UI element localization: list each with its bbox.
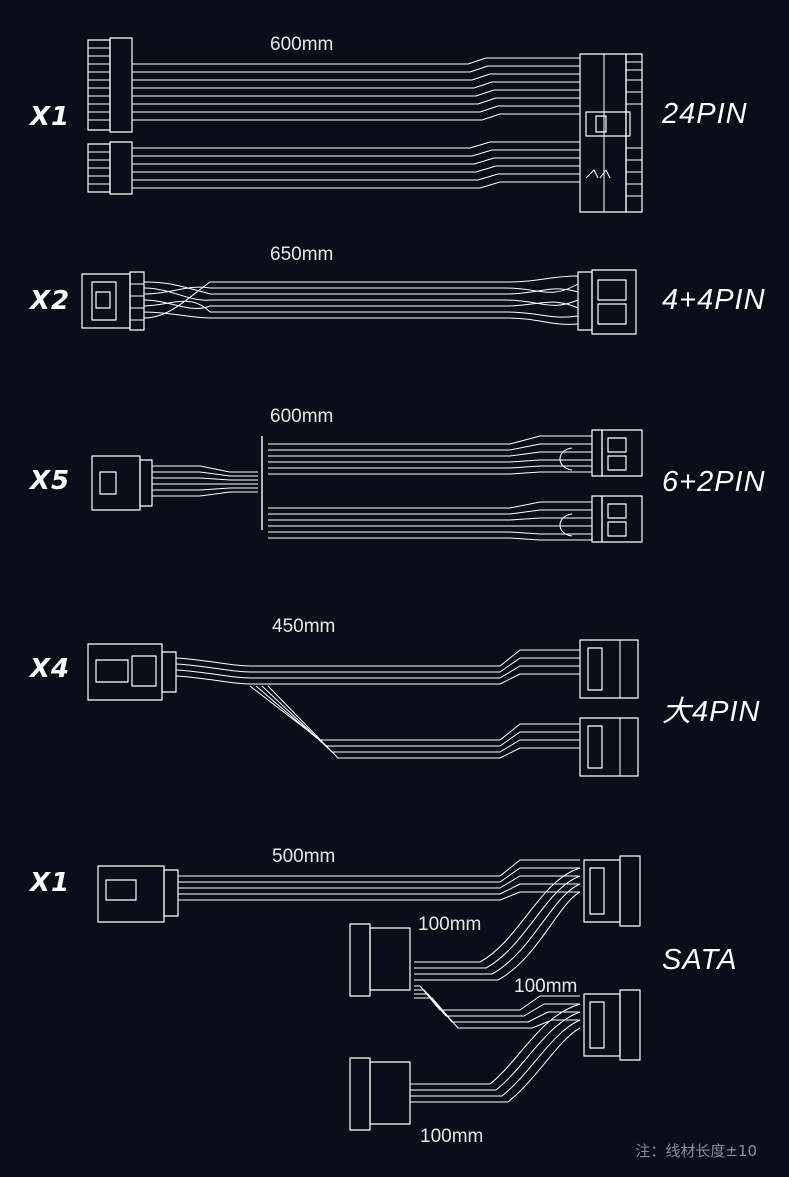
qty-molex: X4 [30, 654, 71, 684]
cable-6-2pin-drawing [91, 429, 643, 543]
qty-24pin: X1 [30, 102, 71, 132]
length-sata-segment-3: 100mm [420, 1126, 484, 1147]
qty-4-4pin: X2 [30, 286, 71, 316]
cable-molex-4pin-drawing [87, 639, 639, 777]
length-24pin: 600mm [270, 34, 334, 55]
cable-4-4pin-drawing [81, 269, 637, 335]
length-tolerance-note: 注：线材长度±10 [635, 1142, 757, 1160]
connector-label-24pin: 24PIN [662, 98, 748, 130]
length-molex: 450mm [272, 616, 336, 637]
qty-6-2pin: X5 [30, 466, 71, 496]
connector-label-molex: 大4PIN [662, 696, 761, 728]
length-sata-segment-1: 100mm [418, 914, 482, 935]
cable-24pin-drawing [87, 37, 643, 213]
length-4-4pin: 650mm [270, 244, 334, 265]
length-6-2pin: 600mm [270, 406, 334, 427]
qty-sata: X1 [30, 868, 71, 898]
connector-label-6-2pin: 6+2PIN [662, 466, 766, 498]
connector-label-4-4pin: 4+4PIN [662, 284, 766, 316]
length-sata: 500mm [272, 846, 336, 867]
cable-sata-drawing [97, 855, 641, 1131]
length-sata-segment-2: 100mm [514, 976, 578, 997]
connector-label-sata: SATA [662, 944, 738, 976]
